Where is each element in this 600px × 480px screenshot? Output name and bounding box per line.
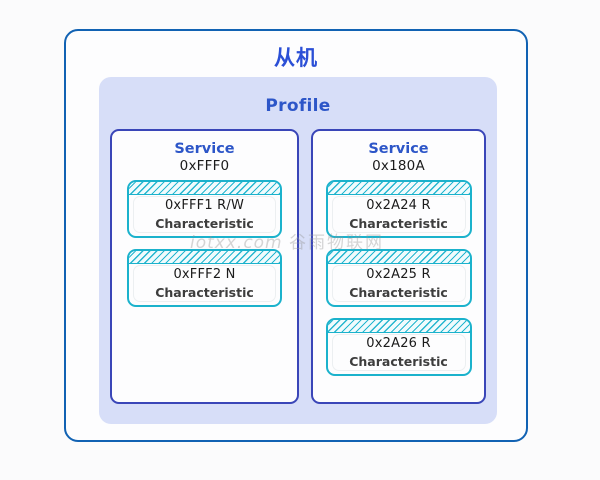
characteristic-id: 0x2A25 R: [366, 267, 431, 282]
service-label: Service: [174, 141, 235, 157]
service-header-fff0: Service 0xFFF0: [112, 140, 297, 175]
service-label: Service: [368, 141, 429, 157]
characteristic-list-180a: 0x2A24 R Characteristic 0x2A25 R Charact…: [313, 180, 484, 387]
characteristic-card: 0xFFF1 R/W Characteristic: [127, 180, 282, 238]
hatch-strip-decoration: [129, 251, 280, 264]
card-inner-outline: [331, 265, 466, 302]
hatch-strip-decoration: [327, 182, 470, 195]
profile-label: Profile: [265, 96, 331, 116]
characteristic-id: 0xFFF1 R/W: [164, 198, 245, 213]
service-box-fff0: Service 0xFFF0 0xFFF1 R/W Characteristic: [110, 129, 299, 404]
characteristic-text: 0x2A25 R Characteristic: [328, 266, 470, 302]
characteristic-id: 0xFFF2 N: [173, 267, 236, 282]
card-inner-outline: [331, 334, 466, 371]
hatch-strip-decoration: [129, 182, 280, 195]
characteristic-text: 0xFFF1 R/W Characteristic: [129, 197, 280, 233]
service-uuid: 0x180A: [372, 158, 425, 175]
slave-device-title: 从机: [274, 46, 318, 70]
characteristic-text: 0xFFF2 N Characteristic: [129, 266, 280, 302]
profile-container: Profile Service 0xFFF0 0xFFF1 R/W Charac…: [99, 77, 497, 424]
service-header-180a: Service 0x180A: [313, 140, 484, 175]
characteristic-kind: Characteristic: [349, 215, 448, 231]
characteristic-list-fff0: 0xFFF1 R/W Characteristic 0xFFF2 N Chara…: [112, 180, 297, 318]
characteristic-text: 0x2A26 R Characteristic: [328, 335, 470, 371]
characteristic-card: 0x2A26 R Characteristic: [325, 318, 472, 376]
characteristic-card: 0x2A24 R Characteristic: [325, 180, 472, 238]
characteristic-kind: Characteristic: [155, 215, 254, 231]
service-uuid: 0xFFF0: [179, 158, 230, 175]
characteristic-card: 0xFFF2 N Characteristic: [127, 249, 282, 307]
characteristic-text: 0x2A24 R Characteristic: [328, 197, 470, 233]
characteristic-kind: Characteristic: [155, 284, 254, 300]
hatch-strip-decoration: [327, 251, 470, 264]
card-inner-outline: [133, 196, 276, 233]
slave-device-box: 从机 Profile Service 0xFFF0 0xFFF1 R/W Cha…: [64, 29, 528, 442]
characteristic-id: 0x2A24 R: [366, 198, 431, 213]
characteristic-id: 0x2A26 R: [366, 336, 431, 351]
card-inner-outline: [331, 196, 466, 233]
hatch-strip-decoration: [327, 320, 470, 333]
characteristic-card: 0x2A25 R Characteristic: [325, 249, 472, 307]
characteristic-kind: Characteristic: [349, 284, 448, 300]
card-inner-outline: [133, 265, 276, 302]
characteristic-kind: Characteristic: [349, 353, 448, 369]
service-box-180a: Service 0x180A 0x2A24 R Characteristic: [311, 129, 486, 404]
